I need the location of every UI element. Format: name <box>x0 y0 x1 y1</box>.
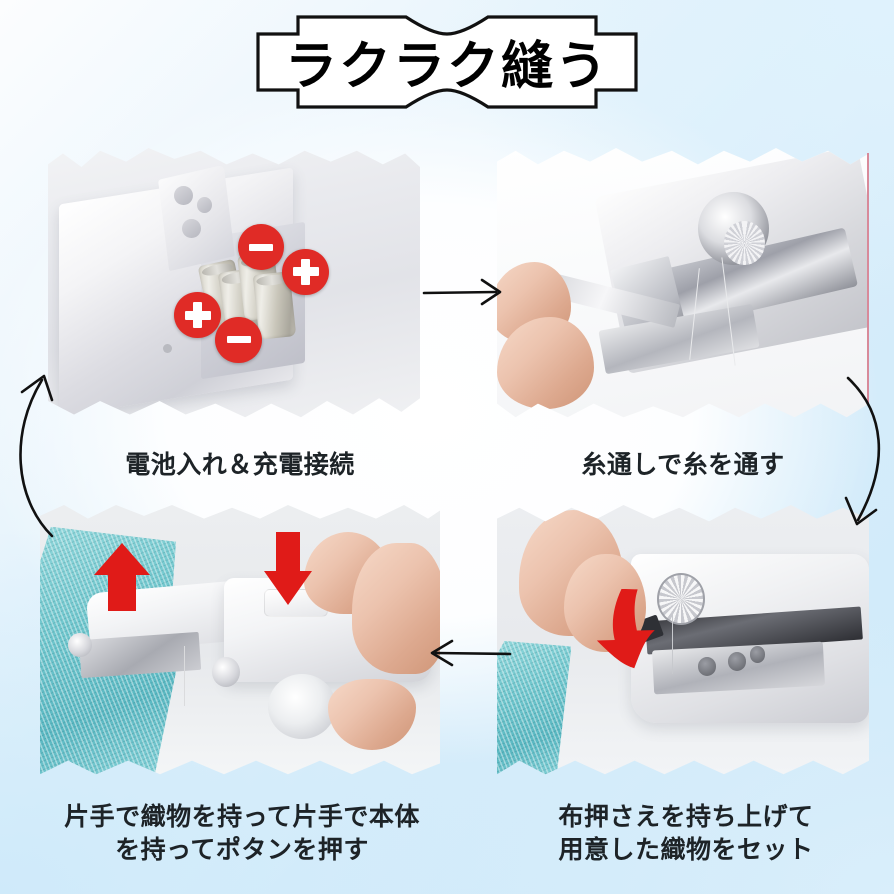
step-1-caption: 電池入れ＆充電接続 <box>125 450 355 479</box>
battery-lid <box>158 165 236 273</box>
polarity-badge-minus-icon <box>237 224 285 271</box>
thread <box>671 613 674 674</box>
screw-hole <box>163 343 173 354</box>
hold-fabric-press-button-photo <box>40 505 440 777</box>
step-4-caption: 布押さえを持ち上げて 用意した織物をセット <box>558 802 814 864</box>
screw <box>212 657 240 688</box>
needle-plate <box>78 631 202 678</box>
photo-edge-line <box>867 153 869 404</box>
lid-contact <box>196 196 212 214</box>
arrow-step1-to-step2-icon <box>422 278 502 306</box>
title-banner: ラクラク縫う <box>0 8 894 116</box>
teal-fabric <box>497 641 572 775</box>
battery-compartment-photo <box>48 148 420 420</box>
title-frame-icon <box>256 15 638 109</box>
tension-knob <box>723 221 765 265</box>
lid-contact <box>174 186 194 206</box>
arrow-step4-to-step3-icon <box>430 639 512 667</box>
plus-glyph-v <box>301 258 311 285</box>
polarity-badge-plus-icon <box>282 248 329 295</box>
screw <box>68 632 92 658</box>
plate-hole <box>727 651 747 671</box>
thread <box>184 646 186 707</box>
lift-foot-arrow-icon <box>596 589 655 669</box>
needle-threading-photo <box>497 148 869 420</box>
finger <box>328 679 416 750</box>
press-button-arrow-icon <box>264 532 312 605</box>
plate-hole <box>697 657 717 677</box>
hand <box>352 543 440 674</box>
dial <box>268 673 336 739</box>
polarity-badge-plus-icon <box>174 292 221 339</box>
title-plaque: ラクラク縫う <box>256 12 638 112</box>
polarity-badge-minus-icon <box>215 316 262 363</box>
fabric-pull-arrow-icon <box>94 543 150 611</box>
step-2-caption: 糸通しで糸を通す <box>581 450 785 479</box>
thumb <box>497 316 594 410</box>
minus-glyph <box>248 243 274 251</box>
lift-presser-foot-photo <box>497 505 869 777</box>
lid-contact <box>181 218 201 238</box>
plate-hole <box>749 646 765 663</box>
handwheel-gear <box>656 573 706 625</box>
arrow-step2-to-step4-icon <box>844 376 881 526</box>
step-3-caption: 片手で織物を持って片手で本体 を持ってポタンを押す <box>64 802 420 864</box>
minus-glyph <box>226 336 251 344</box>
plus-glyph-v <box>193 302 203 329</box>
arrow-step3-to-step1-icon <box>19 374 54 538</box>
page-title: ラクラク縫う <box>284 35 609 97</box>
